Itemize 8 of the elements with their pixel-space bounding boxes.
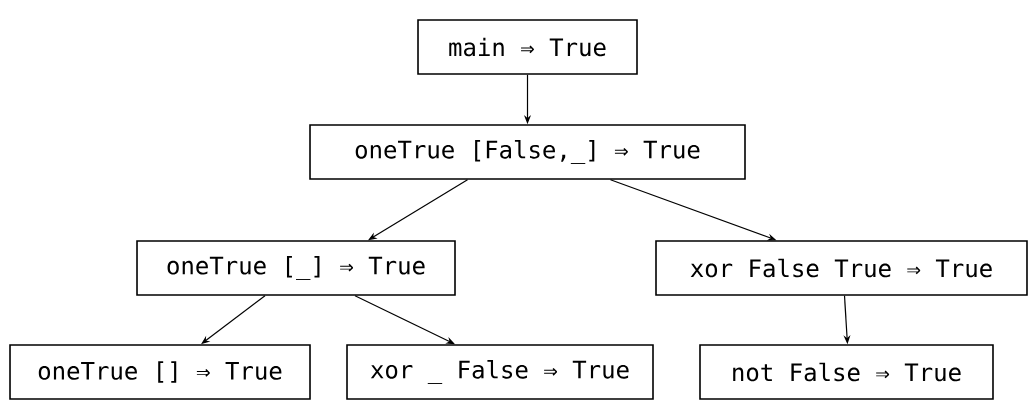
arrow bbox=[354, 295, 455, 345]
process-box: oneTrue [_] ⇒ True bbox=[136, 240, 456, 296]
process-box: xor _ False ⇒ True bbox=[346, 344, 654, 400]
process-box: not False ⇒ True bbox=[699, 344, 994, 400]
process-box: oneTrue [False,_] ⇒ True bbox=[309, 124, 746, 180]
process-box: oneTrue [] ⇒ True bbox=[9, 344, 311, 400]
process-box: xor False True ⇒ True bbox=[655, 240, 1028, 296]
process-box: main ⇒ True bbox=[417, 19, 638, 75]
